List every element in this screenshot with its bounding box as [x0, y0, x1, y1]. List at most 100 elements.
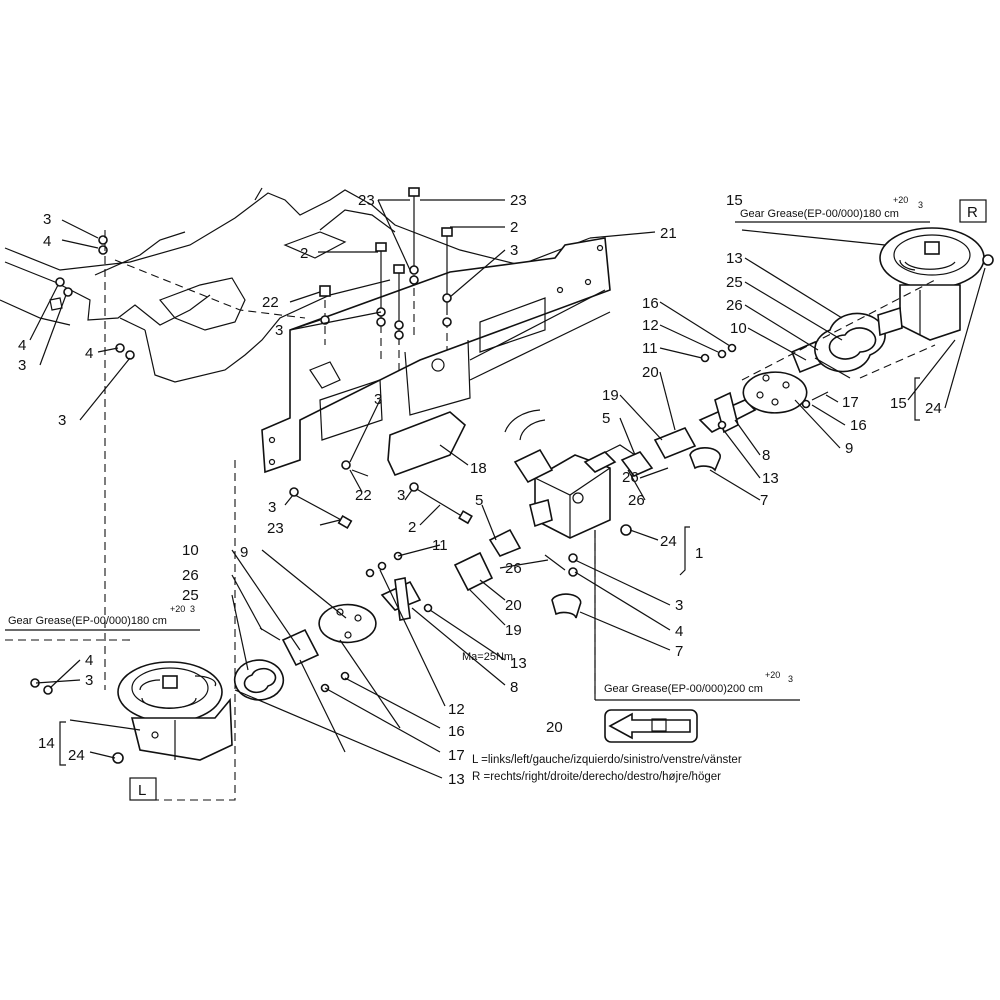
svg-text:+20: +20	[893, 195, 908, 205]
main-beam	[261, 237, 611, 474]
legend-right-line: R =rechts/right/droite/derecho/destro/hø…	[472, 771, 721, 783]
callout-20: 20	[505, 597, 522, 614]
side-box-right: R	[959, 199, 987, 223]
callout-14: 14	[38, 735, 55, 752]
callout-5: 5	[475, 492, 483, 509]
callout-26: 26	[726, 297, 743, 314]
callout-labels: 3 4 4 3 4 3 23 23 2 2 3 22 3 21 3 22 18 …	[18, 192, 942, 788]
callout-4: 4	[18, 337, 26, 354]
callout-20: 20	[546, 719, 563, 736]
callout-4: 4	[85, 652, 93, 669]
callout-20: 20	[642, 364, 659, 381]
leader-lines	[29, 199, 986, 779]
callout-19: 19	[505, 622, 522, 639]
svg-text:Gear Grease(EP-00/000)180 cm: Gear Grease(EP-00/000)180 cm	[740, 208, 899, 220]
callout-9: 9	[845, 440, 853, 457]
callout-8: 8	[510, 679, 518, 696]
callout-3: 3	[275, 322, 283, 339]
left-hardware	[49, 235, 135, 360]
callout-3: 3	[510, 242, 518, 259]
vertical-bolts	[319, 187, 453, 372]
callout-23: 23	[510, 192, 527, 209]
central-gearbox	[504, 409, 636, 539]
callout-4: 4	[675, 623, 683, 640]
right-gearbox	[877, 227, 994, 341]
callout-16: 16	[448, 723, 465, 740]
callout-13: 13	[726, 250, 743, 267]
left-gearbox	[30, 661, 233, 764]
callout-26: 26	[182, 567, 199, 584]
svg-text:3: 3	[918, 200, 923, 210]
callout-3: 3	[85, 672, 93, 689]
callout-10: 10	[730, 320, 747, 337]
torque-note: Ma=25Nm	[462, 651, 513, 663]
callout-13: 13	[510, 655, 527, 672]
callout-10: 10	[182, 542, 199, 559]
callout-22: 22	[262, 294, 279, 311]
legend-left-line: L =links/left/gauche/izquierdo/sinistro/…	[472, 754, 742, 766]
grease-note-right: Gear Grease(EP-00/000)180 cm +20 3	[735, 195, 930, 223]
callout-12: 12	[448, 701, 465, 718]
callout-17: 17	[842, 394, 859, 411]
part-20-symbol	[604, 709, 698, 743]
callout-24: 24	[660, 533, 677, 550]
callout-17: 17	[448, 747, 465, 764]
callout-26: 26	[505, 560, 522, 577]
callout-5: 5	[602, 410, 610, 427]
callout-4: 4	[43, 233, 51, 250]
left-drive-parts	[233, 524, 632, 701]
callout-22: 22	[355, 487, 372, 504]
callout-3: 3	[374, 391, 382, 408]
callout-18: 18	[470, 460, 487, 477]
callout-7: 7	[675, 643, 683, 660]
callout-15: 15	[726, 192, 743, 209]
callout-11: 11	[432, 537, 448, 554]
callout-3: 3	[675, 597, 683, 614]
callout-21: 21	[660, 225, 677, 242]
callout-16: 16	[850, 417, 867, 434]
callout-23: 23	[358, 192, 375, 209]
grease-note-center: Gear Grease(EP-00/000)200 cm +20 3	[595, 670, 800, 701]
right-drive-parts	[620, 312, 886, 479]
callout-16: 16	[642, 295, 659, 312]
side-label-left: L	[138, 782, 146, 799]
svg-text:+20: +20	[170, 604, 185, 614]
callout-4: 4	[85, 345, 93, 362]
callout-7: 7	[760, 492, 768, 509]
callout-24: 24	[68, 747, 85, 764]
svg-text:3: 3	[788, 674, 793, 684]
svg-text:3: 3	[190, 604, 195, 614]
callout-3: 3	[58, 412, 66, 429]
callout-3: 3	[397, 487, 405, 504]
horizontal-bolts	[289, 460, 473, 530]
callout-25: 25	[182, 587, 199, 604]
callout-2: 2	[510, 219, 518, 236]
callout-11: 11	[642, 340, 658, 357]
callout-24: 24	[925, 400, 942, 417]
callout-15: 15	[890, 395, 907, 412]
svg-text:Gear Grease(EP-00/000)200 cm: Gear Grease(EP-00/000)200 cm	[604, 683, 763, 695]
callout-25: 25	[726, 274, 743, 291]
rotation-arrows	[139, 259, 916, 691]
callout-13: 13	[762, 470, 779, 487]
callout-13: 13	[448, 771, 465, 788]
callout-1: 1	[695, 545, 703, 562]
side-box-left: L	[129, 777, 157, 801]
callout-12: 12	[642, 317, 659, 334]
callout-19: 19	[602, 387, 619, 404]
callout-26: 26	[628, 492, 645, 509]
callout-23: 23	[267, 520, 284, 537]
cover-part	[387, 411, 466, 477]
svg-text:Gear Grease(EP-00/000)180 cm: Gear Grease(EP-00/000)180 cm	[8, 615, 167, 627]
callout-26: 26	[622, 469, 639, 486]
grease-note-left: Gear Grease(EP-00/000)180 cm +20 3	[5, 604, 200, 631]
callout-3: 3	[18, 357, 26, 374]
svg-text:+20: +20	[765, 670, 780, 680]
callout-3: 3	[43, 211, 51, 228]
callout-2: 2	[408, 519, 416, 536]
callout-2: 2	[300, 245, 308, 262]
callout-9: 9	[240, 544, 248, 561]
side-label-right: R	[967, 204, 978, 221]
side-legend: L =links/left/gauche/izquierdo/sinistro/…	[472, 752, 742, 786]
